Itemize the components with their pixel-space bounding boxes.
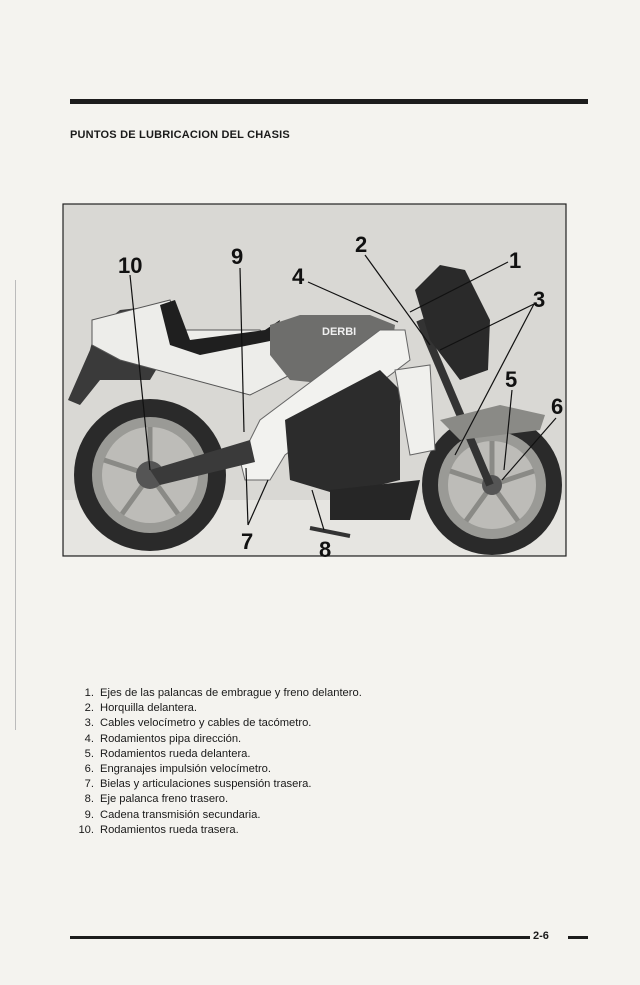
engine — [285, 370, 400, 495]
page-title: PUNTOS DE LUBRICACION DEL CHASIS — [70, 129, 290, 141]
footer-rule — [70, 936, 530, 939]
list-item: 3.Cables velocímetro y cables de tacómet… — [84, 717, 312, 730]
seat — [160, 300, 280, 355]
callout-2: 2 — [355, 232, 367, 257]
radiator-cover — [394, 364, 436, 456]
callout-4: 4 — [292, 264, 305, 289]
list-item: 1.Ejes de las palancas de embrague y fre… — [84, 687, 362, 699]
list-item: 4.Rodamientos pipa dirección. — [84, 732, 242, 745]
callout-5: 5 — [505, 367, 517, 392]
list-item: 7.Bielas y articulaciones suspensión tra… — [84, 778, 312, 791]
callout-3: 3 — [533, 287, 545, 312]
lubrication-points-list: 1.Ejes de las palancas de embrague y fre… — [72, 686, 362, 838]
callout-8: 8 — [319, 537, 331, 562]
callout-10: 10 — [118, 253, 142, 278]
list-item: 8.Eje palanca freno trasero. — [84, 793, 229, 806]
callout-9: 9 — [231, 244, 243, 269]
list-item: 9.Cadena transmisión secundaria. — [84, 808, 261, 821]
footer-rule-end — [568, 936, 588, 939]
front-fairing — [415, 265, 490, 380]
list-item: 6.Engranajes impulsión velocímetro. — [84, 763, 272, 776]
callout-6: 6 — [551, 394, 563, 419]
list-item: 2.Horquilla delantera. — [84, 702, 198, 715]
list-item: 10.Rodamientos rueda trasera. — [78, 823, 239, 836]
swingarm — [150, 440, 255, 485]
page-number: 2-6 — [533, 930, 549, 942]
front-fender — [440, 405, 545, 440]
list-item: 5.Rodamientos rueda delantera. — [84, 747, 251, 760]
callout-1: 1 — [509, 248, 521, 273]
header-rule — [70, 99, 588, 104]
stand — [309, 526, 351, 538]
rear-wheel — [74, 399, 226, 551]
belly-pan — [330, 480, 420, 520]
derbi-logo: DERBI — [322, 326, 356, 338]
scan-margin-line — [15, 280, 16, 730]
callout-lines — [129, 254, 557, 531]
front-fork — [416, 318, 494, 487]
callout-7: 7 — [241, 529, 253, 554]
